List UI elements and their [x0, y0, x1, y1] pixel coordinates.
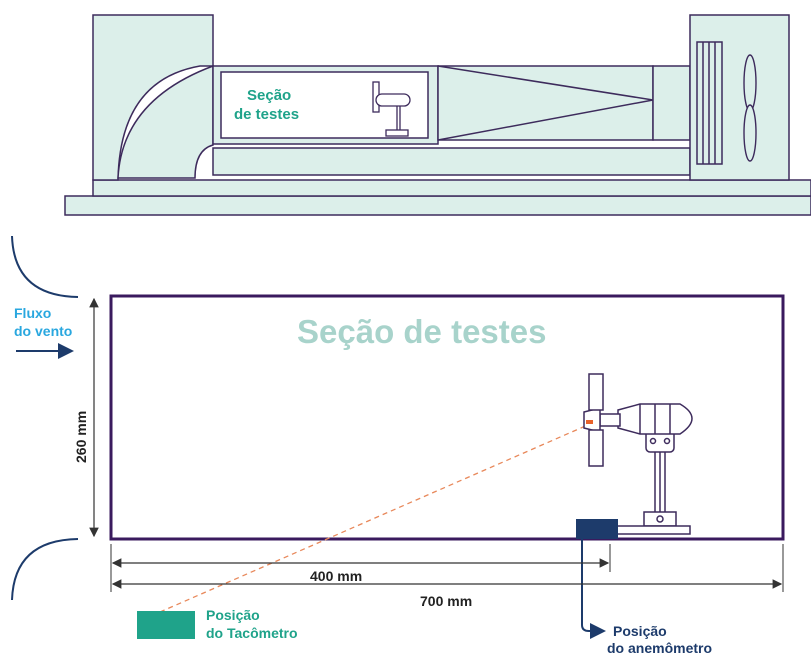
tunnel-base-rail — [92, 179, 811, 197]
tachometer-label-line2: do Tacômetro — [206, 625, 298, 641]
top-section-label-line2: de testes — [234, 106, 299, 123]
anemometer-label-line1: Posição — [613, 623, 667, 639]
tunnel-top-view — [64, 14, 811, 216]
height-dimension-label: 260 mm — [73, 411, 89, 463]
fan-icon — [743, 54, 757, 162]
top-section-label-line1: Seção — [247, 87, 291, 104]
tunnel-base-plate — [64, 195, 811, 216]
anemometer-block — [576, 519, 618, 539]
inlet-curve-top — [11, 235, 79, 298]
tunnel-diffuser — [437, 65, 654, 141]
dim-700-label: 700 mm — [420, 593, 472, 609]
turbine-icon — [583, 373, 693, 535]
tunnel-lower-duct — [212, 147, 691, 176]
wind-flow-label-line2: do vento — [14, 323, 72, 339]
top-view-turbine-icon — [372, 81, 411, 137]
tunnel-return-duct — [117, 64, 214, 179]
anemometer-label-line2: do anemômetro — [607, 640, 712, 656]
reflector-tape — [586, 420, 593, 424]
test-section-title: Seção de testes — [297, 313, 546, 350]
tachometer-label-line1: Posição — [206, 607, 260, 623]
tachometer-block — [137, 611, 195, 639]
wind-flow-label-line1: Fluxo — [14, 305, 51, 321]
tachometer-laser-line — [159, 423, 591, 613]
anemometer-callout-line — [581, 539, 606, 639]
dim-400-label: 400 mm — [310, 568, 362, 584]
inlet-curve-bottom — [11, 538, 79, 601]
tunnel-diffuser-end — [652, 65, 691, 141]
